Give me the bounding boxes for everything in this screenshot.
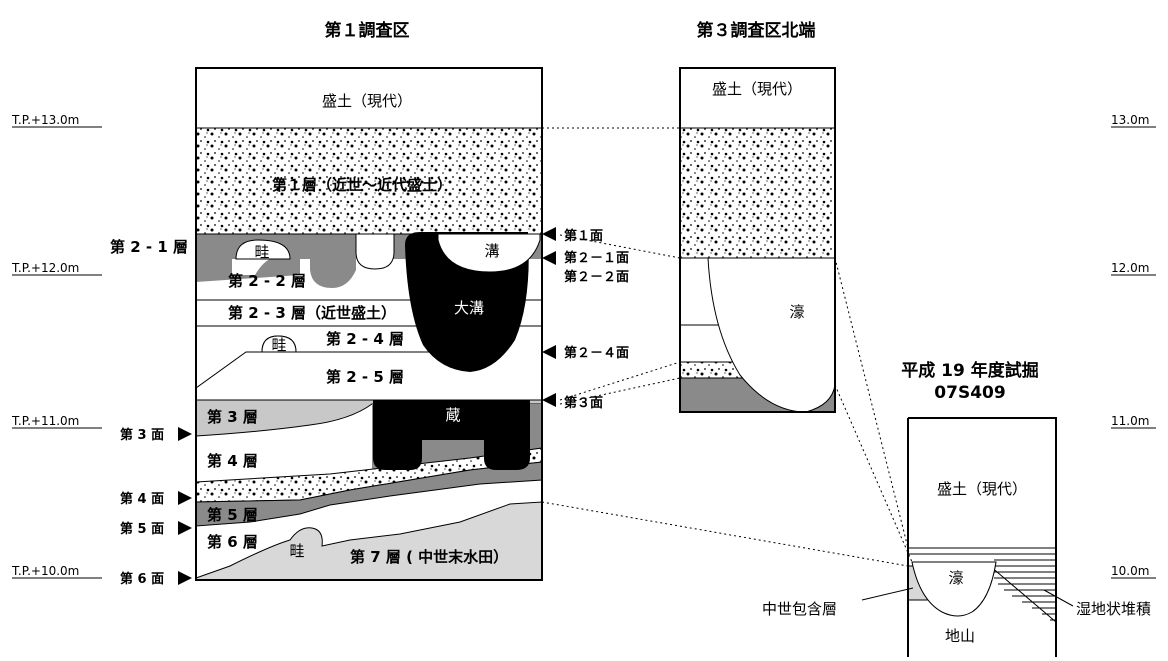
layer2-5-label: 第 2 - 5 層: [326, 368, 404, 386]
layer5-band: [195, 461, 543, 527]
elevation-label: 11.0m: [1111, 414, 1149, 428]
layer2-4-label: 第 2 - 4 層: [326, 330, 404, 348]
storehouse-shape: [373, 400, 530, 470]
layer4-label: 第 4 層: [207, 452, 258, 470]
leader-line: [861, 587, 914, 601]
face-label: 第２－４面: [564, 345, 629, 361]
elevation-scale-left: T.P.+13.0m T.P.+12.0m T.P.+11.0m T.P.+10…: [11, 113, 102, 579]
layer2-1-label: 第 2 - 1 層: [110, 238, 188, 256]
layer1-dotted: [196, 128, 542, 234]
layer6-label: 第 6 層: [207, 533, 258, 551]
ditch-label: 溝: [484, 242, 499, 260]
triangle-marker-icon: [542, 393, 556, 407]
trial-column: [907, 417, 1057, 657]
medieval-layer-label: 中世包含層: [762, 600, 837, 618]
trial-moat-label: 濠: [948, 569, 963, 587]
elevation-scale-right: 13.0m 12.0m 11.0m 10.0m: [1111, 113, 1156, 579]
storehouse-label: 蔵: [445, 406, 460, 424]
face-label: 第 6 面: [120, 571, 164, 587]
trial-moat-shape: [911, 561, 997, 617]
layer3-label: 第 3 層: [207, 408, 258, 426]
elevation-label: T.P.+11.0m: [11, 414, 79, 428]
layer7-label: 第 7 層 ( 中世末水田）: [350, 548, 508, 566]
wetland-hatch: [992, 559, 1056, 621]
layer2-2-pocket: [310, 259, 356, 288]
face-label: 第２－２面: [564, 269, 629, 285]
big-ditch-label: 大溝: [454, 299, 484, 317]
triangle-marker-icon: [178, 491, 192, 505]
leader-line: [1043, 589, 1074, 607]
area3-dotted: [680, 128, 835, 258]
ridge2-label: 畦: [271, 336, 286, 354]
area1-fill-label: 盛土（現代）: [322, 92, 412, 110]
triangle-marker-icon: [542, 345, 556, 359]
moat-shape: [707, 257, 836, 413]
layer2-2-label: 第 2 - 2 層: [228, 272, 306, 290]
face-label: 第１面: [564, 228, 603, 244]
area1-column: [195, 67, 543, 581]
elevation-label: 13.0m: [1111, 113, 1149, 127]
ridge2-shape: [261, 335, 297, 353]
face-label: 第 4 面: [120, 491, 164, 507]
triangle-marker-icon: [178, 571, 192, 585]
face-markers-left: 第 3 面 第 4 面 第 5 面 第 6 面: [120, 427, 192, 587]
area3-moat-label: 濠: [789, 303, 804, 321]
wetland-label: 湿地状堆積: [1076, 600, 1151, 618]
area3-title: 第３調査区北端: [697, 20, 816, 41]
layer5-label: 第 5 層: [207, 506, 258, 524]
pit-shape: [355, 233, 395, 270]
face-label: 第２－１面: [564, 250, 629, 266]
ridge3-label: 畦: [289, 542, 304, 560]
elevation-label: T.P.+12.0m: [11, 261, 79, 275]
area3-fill-label: 盛土（現代）: [712, 80, 802, 98]
area1-frame: [195, 67, 543, 581]
layer3-band: [195, 399, 543, 437]
face-label: 第３面: [564, 395, 603, 411]
layer7-band: [195, 501, 543, 581]
face-label: 第 3 面: [120, 427, 164, 443]
layer2-2-pocket: [196, 259, 300, 282]
trial-frame: [907, 417, 1057, 657]
elevation-label: T.P.+13.0m: [11, 113, 79, 127]
trial-ground-label: 地山: [945, 627, 975, 645]
area1-title: 第１調査区: [325, 20, 410, 41]
elevation-label: T.P.+10.0m: [11, 564, 79, 578]
elevation-label: 12.0m: [1111, 261, 1149, 275]
trial-title-line2: 07S409: [934, 383, 1005, 403]
correlation-lines: [541, 127, 913, 567]
layer2-3-label: 第 2 - 3 層（近世盛土）: [228, 304, 396, 322]
ridge-label: 畦: [254, 243, 269, 261]
trial-title-line1: 平成 19 年度試掘: [901, 360, 1039, 381]
face-markers-right: 第１面 第２－１面 第２－２面 第２－４面 第３面: [542, 227, 629, 411]
triangle-marker-icon: [542, 227, 556, 241]
triangle-marker-icon: [178, 427, 192, 441]
ditch-shape: [437, 233, 541, 273]
area3-column: [679, 67, 836, 413]
triangle-marker-icon: [542, 251, 556, 265]
layer1-label: 第１層（近世～近代盛土）: [272, 176, 452, 194]
elevation-label: 10.0m: [1111, 564, 1149, 578]
trial-fill-label: 盛土（現代）: [937, 480, 1027, 498]
triangle-marker-icon: [178, 521, 192, 535]
area3-frame: [679, 67, 836, 413]
ridge-shape: [235, 239, 291, 260]
face-label: 第 5 面: [120, 521, 164, 537]
